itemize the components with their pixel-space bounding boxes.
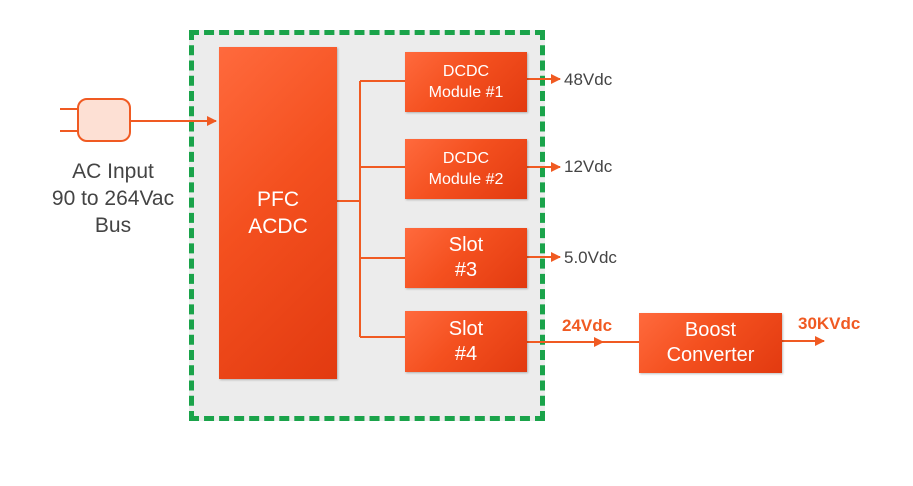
output-48vdc-label: 48Vdc — [564, 70, 613, 89]
pfc-acdc-block: PFC ACDC — [219, 47, 337, 379]
slot-4-label: Slot #4 — [448, 317, 484, 365]
slot-3-label: Slot #3 — [448, 234, 484, 281]
slot-4-block: Slot #4 — [405, 311, 527, 372]
dcdc-module-1-label: DCDC Module #1 — [428, 63, 504, 101]
slot-3-block: Slot #3 — [405, 228, 527, 288]
output-5vdc-label: 5.0Vdc — [564, 248, 617, 267]
output-12vdc-label: 12Vdc — [564, 157, 613, 176]
dcdc-module-2-label: DCDC Module #2 — [428, 150, 504, 188]
dcdc-module-1-block: DCDC Module #1 — [405, 52, 527, 112]
output-24vdc-label: 24Vdc — [562, 316, 613, 335]
pfc-acdc-label: PFC ACDC — [248, 188, 308, 238]
output-30kvdc-label: 30KVdc — [798, 314, 861, 333]
ac-plug-icon — [60, 98, 131, 142]
boost-converter-block: Boost Converter — [639, 313, 782, 373]
ac-input-label: AC Input 90 to 264Vac Bus — [51, 160, 175, 237]
boost-converter-label: Boost Converter — [666, 319, 755, 366]
dcdc-module-2-block: DCDC Module #2 — [405, 139, 527, 199]
